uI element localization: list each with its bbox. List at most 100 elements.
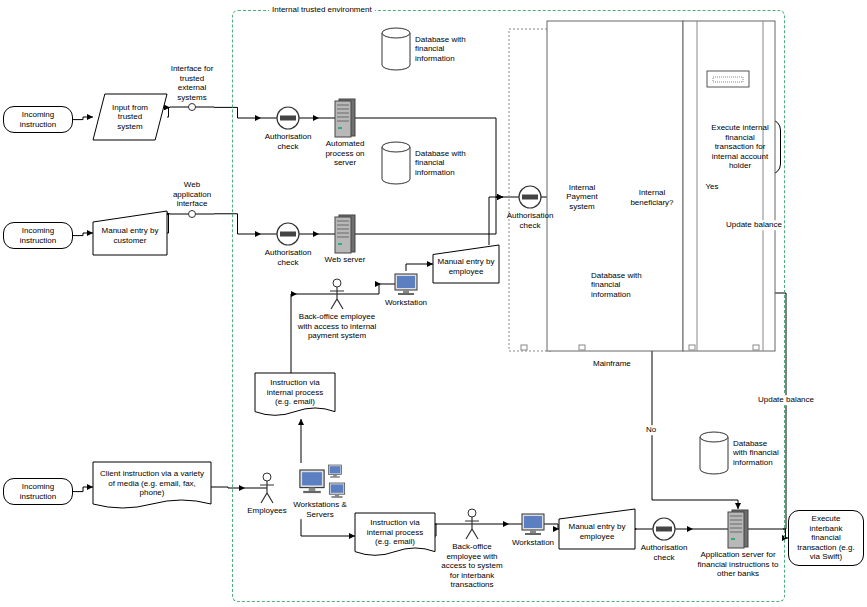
person-icon: Employees (245, 471, 289, 516)
flow-connector (73, 233, 93, 236)
manual-input: Manual entry by employee (433, 245, 499, 283)
node-label: Interface for trusted external systems (170, 64, 214, 102)
data-input: Input from trusted system (93, 94, 167, 140)
flow-connector (73, 117, 93, 120)
node-label: Workstation (512, 538, 554, 548)
mainframe: Authorisation check Internal Payment syst… (501, 19, 783, 371)
flow-connector (315, 234, 319, 235)
workstation-icon: Workstation (381, 271, 431, 308)
node-label: Database with financial information (733, 439, 783, 468)
flow-connector (301, 419, 302, 463)
ws-symbol (381, 271, 431, 297)
node-label: Authorisation check (503, 211, 557, 230)
interface-port: Interface for trusted external systems (170, 64, 214, 112)
node-label: Internal trusted environment (269, 5, 375, 15)
server-icon: Web server (319, 214, 371, 265)
process-end: Execute interbank financial transaction … (788, 510, 864, 566)
node-label: Manual entry by employee (437, 257, 495, 276)
auth-check: Authorisation check (637, 516, 691, 562)
flow-connector (167, 107, 170, 117)
edge-label: No (644, 425, 658, 435)
flow-connector (377, 284, 381, 294)
person-symbol (437, 507, 507, 541)
node-label: Application server for financial instruc… (693, 550, 783, 579)
manual-input: Manual entry by employee (559, 509, 635, 549)
edge-label: Update balance (756, 395, 816, 405)
iface-symbol (170, 102, 214, 112)
flow-connector (489, 197, 503, 245)
node-label: Input from trusted system (107, 103, 153, 132)
node-label: Authorisation check (637, 543, 691, 562)
server-symbol (319, 98, 371, 138)
database: Database with financial information (381, 141, 481, 185)
server-icon: Automated process on server (319, 98, 371, 168)
flow-connector (291, 294, 297, 373)
node-label: Instruction via internal process (e.g. e… (359, 518, 431, 547)
node-label: Mainframe (593, 359, 631, 369)
person-icon: Back-office employee with access to inte… (297, 277, 377, 341)
node-label: Incoming instruction (10, 226, 66, 245)
auth-check: Authorisation check (261, 105, 315, 151)
terminator: Incoming instruction (3, 478, 73, 505)
flow-connector (371, 197, 503, 234)
node-label: Manual entry by customer (97, 226, 163, 245)
node-label: Execute internal financial transaction f… (706, 123, 774, 171)
node-label: Workstations & Servers (291, 500, 349, 519)
server-icon: Application server for financial instruc… (693, 509, 783, 579)
ws-symbol (509, 511, 557, 537)
document: Instruction via internal process (e.g. e… (255, 373, 335, 419)
edge-label: Update balance (724, 220, 784, 230)
wss-symbol (291, 463, 349, 499)
database-cylinder (381, 141, 411, 185)
process-end: Execute internal financial transaction f… (699, 119, 781, 175)
database: Database with financial information (699, 431, 783, 475)
person-icon: Back-office employee with access to syst… (437, 507, 507, 590)
auth-symbol (637, 516, 691, 542)
node-label: Back-office employee with access to syst… (437, 542, 507, 590)
node-label: Internal Payment system (564, 183, 600, 212)
node-label: Web application interface (170, 180, 214, 209)
node-label: Database with financial information (415, 35, 481, 64)
node-label: Manual entry by employee (563, 522, 631, 541)
interface-port: Web application interface (170, 180, 214, 219)
person-symbol (245, 471, 289, 505)
flow-connector (211, 487, 245, 488)
terminator: Incoming instruction (3, 106, 73, 133)
node-label: Incoming instruction (10, 482, 66, 501)
person-symbol (297, 277, 377, 311)
node-label: Incoming instruction (10, 110, 66, 129)
flow-connector (406, 264, 433, 271)
node-label: Database with financial information (415, 149, 481, 178)
node-label: Execute interbank financial transaction … (795, 514, 857, 562)
manual-input: Manual entry by customer (93, 211, 167, 255)
node-label: Workstation (385, 298, 427, 308)
flow-connector (691, 529, 693, 530)
node-label: Authorisation check (261, 132, 315, 151)
flow-connector (214, 214, 261, 234)
trust-boundary: Authorisation checkAutomated process on … (232, 10, 785, 602)
auth-check: Authorisation check (261, 221, 315, 267)
node-label: Database with financial information (591, 271, 645, 300)
node-label: Internal beneficiary? (627, 188, 677, 207)
node-label: Instruction via internal process (e.g. e… (259, 378, 331, 407)
document: Client instruction via a variety of medi… (93, 462, 211, 512)
node-label: Client instruction via a variety of medi… (97, 469, 207, 498)
node-label: Employees (247, 506, 287, 516)
node-label: Automated process on server (319, 139, 371, 168)
database-cylinder (699, 431, 729, 475)
server-symbol (693, 509, 783, 549)
edge-label: Yes (703, 182, 720, 192)
auth-symbol (261, 105, 315, 131)
flow-connector (507, 524, 509, 525)
flow-connector (73, 487, 93, 492)
workstations-icon: Workstations & Servers (291, 463, 349, 519)
database: Database with financial information (381, 27, 481, 71)
flow-connector (214, 107, 261, 118)
node-label: Web server (325, 255, 366, 265)
iface-symbol (170, 209, 214, 219)
workstation-icon: Workstation (509, 511, 557, 548)
database-cylinder (381, 27, 411, 71)
document: Instruction via internal process (e.g. e… (355, 513, 435, 559)
flow-connector (371, 118, 503, 197)
